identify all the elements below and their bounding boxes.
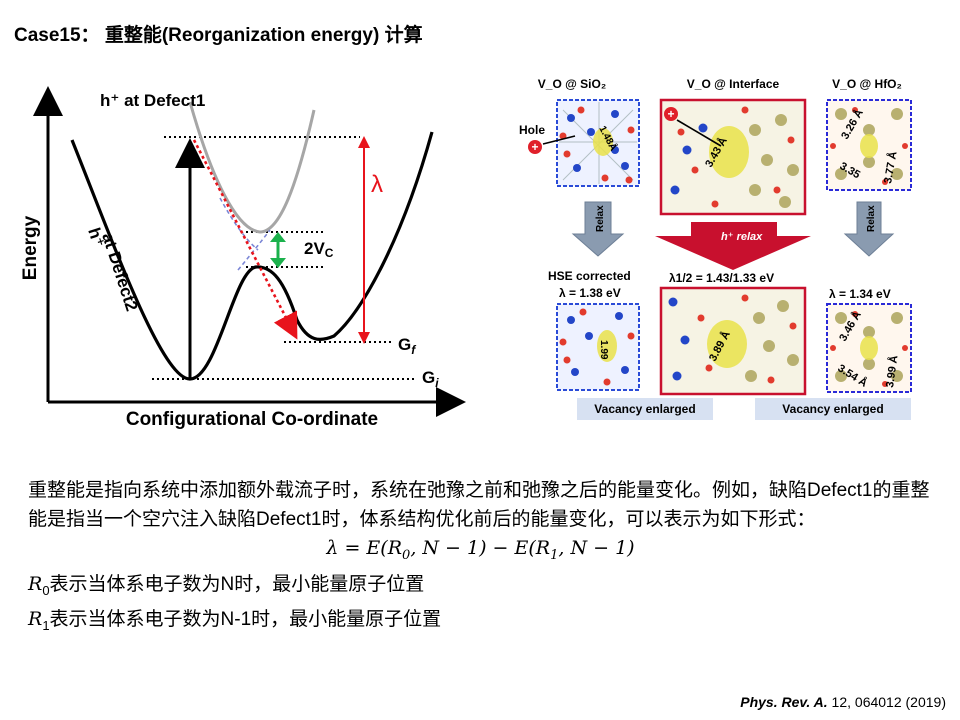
hole-label: Hole xyxy=(519,123,545,137)
relax-arrow-hfo2: Relax xyxy=(843,201,895,257)
r1-definition: R1表示当体系电子数为N-1时，最小能量原子位置 xyxy=(28,607,442,633)
relaxation-path xyxy=(192,139,298,340)
gf-label: Gf xyxy=(398,335,416,357)
x-axis-label: Configurational Co-ordinate xyxy=(126,409,378,430)
distance-hfo2-top-3: 3.77 Å xyxy=(881,150,899,184)
panel-interface-top xyxy=(659,98,807,216)
structure-panels: V_O @ SiO₂ V_O @ Interface V_O @ HfO₂ xyxy=(519,77,912,420)
svg-text:h⁺ relax: h⁺ relax xyxy=(721,231,763,243)
hole-marker-interface: + xyxy=(664,107,678,121)
header-interface: V_O @ Interface xyxy=(687,77,780,91)
lambda-arrow-head-top xyxy=(358,136,370,148)
hse-corrected-label: HSE corrected xyxy=(548,269,631,283)
svg-text:Vacancy enlarged: Vacancy enlarged xyxy=(594,402,695,416)
distance-sio2-bottom: 1.99 xyxy=(598,340,609,360)
lower-curve xyxy=(70,131,434,381)
distance-hfo2-bottom-3: 3.99 Å xyxy=(883,354,900,388)
svg-text:Vacancy enlarged: Vacancy enlarged xyxy=(782,402,883,416)
panel-interface-bottom xyxy=(659,286,807,396)
lambda-arrow-head-bottom xyxy=(358,332,370,344)
citation: Phys. Rev. A. 12, 064012 (2019) xyxy=(740,694,946,710)
lambda-label: λ xyxy=(371,171,383,198)
hole-arrow-interface xyxy=(676,119,722,147)
slide-title: Case15： 重整能(Reorganization energy) 计算 xyxy=(14,25,423,46)
definition-paragraph: 重整能是指向系统中添加额外载流子时，系统在弛豫之前和弛豫之后的能量变化。例如，缺… xyxy=(28,480,930,530)
crossing-dashes xyxy=(219,197,271,271)
panel-sio2-bottom xyxy=(556,303,640,391)
lambda-sio2: λ = 1.38 eV xyxy=(559,286,621,300)
panel-hfo2-bottom xyxy=(826,303,912,393)
configuration-coordinate-diagram: Energy Configurational Co-ordinate λ 2VC… xyxy=(20,86,466,430)
svg-text:+: + xyxy=(531,140,538,154)
lower-curve-label-2: at Defect2 xyxy=(98,230,141,313)
panel-sio2-top xyxy=(556,99,640,187)
upper-curve xyxy=(188,101,316,234)
coupling-arrow-head-bottom xyxy=(270,258,286,268)
relax-arrow-interface: h⁺ relax xyxy=(655,222,811,270)
vacancy-enlarged-box-2: Vacancy enlarged xyxy=(755,398,911,420)
svg-text:Relax: Relax xyxy=(595,205,606,232)
header-sio2: V_O @ SiO₂ xyxy=(538,77,606,91)
panel-hfo2-top xyxy=(826,99,912,191)
hole-arrow-sio2 xyxy=(542,135,576,145)
coupling-arrow-head-top xyxy=(270,232,286,242)
gi-label: Gi xyxy=(422,368,439,390)
lambda-interface: λ1/2 = 1.43/1.33 eV xyxy=(669,271,774,285)
y-axis-label: Energy xyxy=(20,215,41,280)
svg-text:+: + xyxy=(667,107,674,121)
r0-definition: R0表示当体系电子数为N时，最小能量原子位置 xyxy=(28,572,425,598)
upper-curve-label: h⁺ at Defect1 xyxy=(100,91,205,110)
lambda-hfo2: λ = 1.34 eV xyxy=(829,287,891,301)
svg-text:Relax: Relax xyxy=(866,205,877,232)
reorganization-equation: λ = E(R0, N − 1) − E(R1, N − 1) xyxy=(326,537,635,563)
hole-marker-sio2: + xyxy=(528,140,542,154)
coupling-label: 2VC xyxy=(304,239,334,260)
body-text: 重整能是指向系统中添加额外载流子时，系统在弛豫之前和弛豫之后的能量变化。例如，缺… xyxy=(28,476,933,639)
header-hfo2: V_O @ HfO₂ xyxy=(832,77,902,91)
relax-arrow-sio2: Relax xyxy=(571,201,625,257)
vacancy-enlarged-box-1: Vacancy enlarged xyxy=(577,398,713,420)
